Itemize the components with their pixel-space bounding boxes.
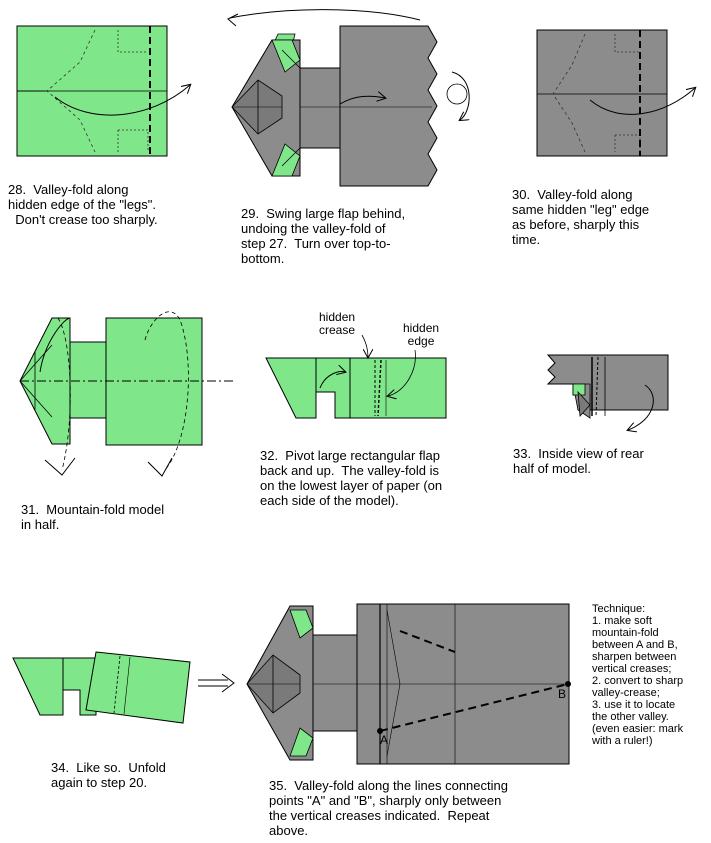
step-32-caption: 32. Pivot large rectangular flap back an… (260, 448, 443, 508)
step-29-caption: 29. Swing large flap behind, undoing the… (241, 206, 406, 266)
step-35-caption: 35. Valley-fold along the lines connecti… (269, 778, 508, 838)
step-34-diagram (12, 651, 235, 724)
step-30-caption: 30. Valley-fold along same hidden "leg" … (512, 187, 650, 247)
step-33-diagram (546, 354, 669, 430)
step-29-diagram (227, 9, 470, 187)
step-35-diagram (246, 603, 571, 765)
step-34-caption: 34. Like so. Unfold again to step 20. (51, 760, 166, 790)
step-32-diagram (265, 334, 447, 419)
point-a-label: A (380, 733, 389, 747)
step-28-caption: 28. Valley-fold along hidden edge of the… (8, 182, 158, 227)
step-33-caption: 33. Inside view of rear half of model. (513, 446, 644, 476)
technique-note: Technique: 1. make soft mountain-fold be… (592, 603, 684, 747)
hidden-edge-label: hidden edge (403, 321, 440, 348)
step-28-diagram (16, 25, 190, 157)
hidden-crease-label: hidden crease (319, 310, 356, 337)
step-31-caption: 31. Mountain-fold model in half. (21, 502, 165, 532)
step-30-diagram (536, 29, 695, 157)
point-b-label: B (558, 687, 567, 701)
step-31-diagram (19, 311, 235, 477)
